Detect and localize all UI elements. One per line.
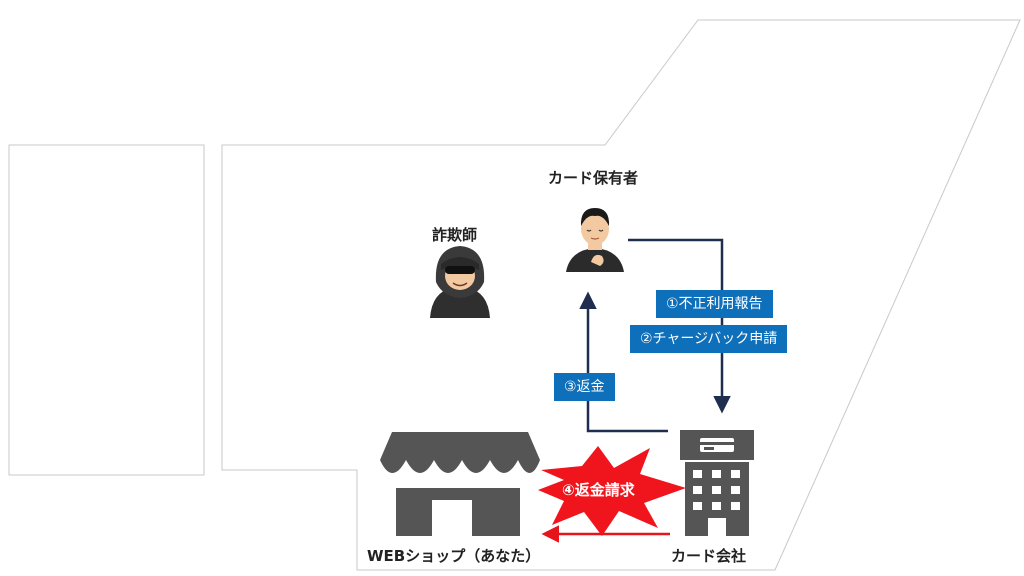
webshop-store-icon [380,432,540,536]
step4-refund-claim-text: ④返金請求 [562,481,635,499]
fraudster-label: 詐欺師 [432,226,478,244]
webshop-label: WEBショップ（あなた） [367,547,541,565]
fraudster-hooded-icon [430,246,490,318]
step1-fraud-report-box: ①不正利用報告 [656,290,773,318]
cardholder-label: カード保有者 [548,169,639,187]
step2-chargeback-box: ②チャージバック申請 [630,325,788,353]
step3-refund-box: ③返金 [554,373,615,401]
report-flow-arrow [628,238,731,414]
left-outline-panel [8,144,205,476]
refund-flow-arrow [579,291,668,433]
card-company-building-icon [680,430,754,536]
main-outline-panel [221,19,1021,571]
claim-burst-shape [538,446,686,536]
card-company-label: カード会社 [671,547,747,565]
cardholder-person-icon [566,208,624,272]
